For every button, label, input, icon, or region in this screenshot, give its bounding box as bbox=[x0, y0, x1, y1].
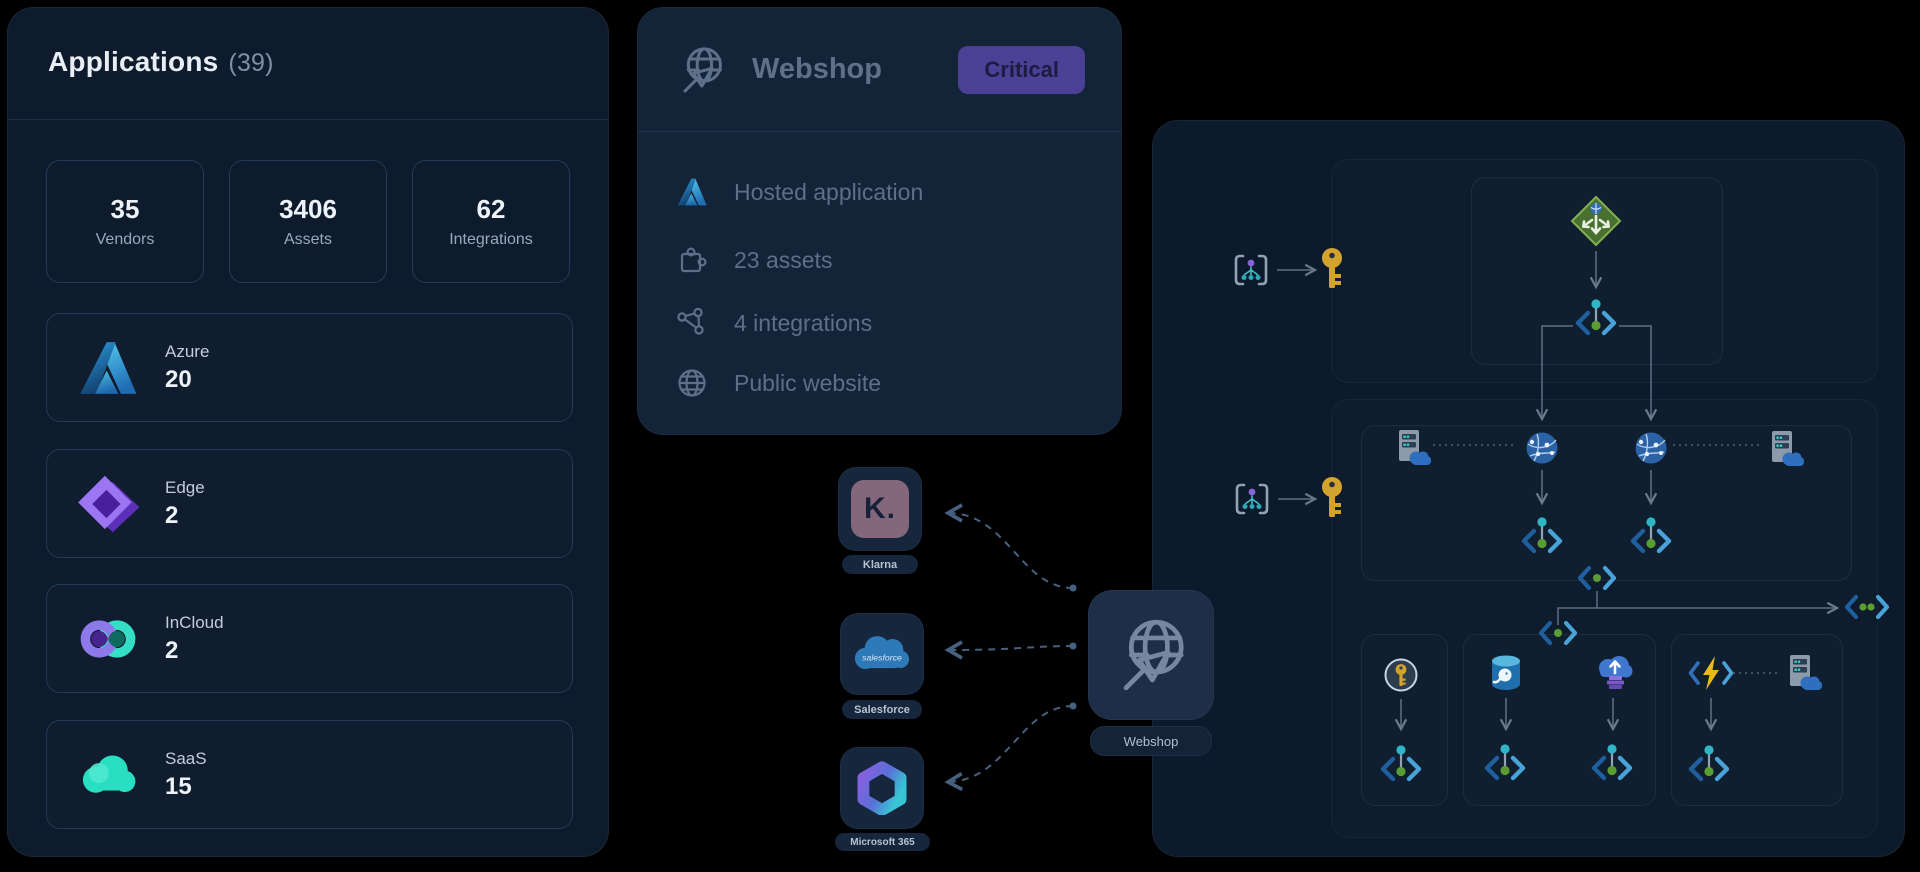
directory-tree-brackets-icon[interactable] bbox=[1233, 481, 1271, 517]
app-row-text: SaaS 15 bbox=[165, 749, 207, 801]
webshop-detail-title: Webshop bbox=[752, 53, 882, 85]
klarna-label: Klarna bbox=[842, 555, 918, 574]
app-name: Azure bbox=[165, 341, 210, 361]
saas-cloud-icon bbox=[73, 747, 143, 802]
microsoft-365-node[interactable] bbox=[840, 747, 924, 829]
salesforce-logo-text: salesforce bbox=[862, 652, 902, 662]
api-endpoint-icon[interactable] bbox=[1520, 514, 1564, 560]
key-vault-icon[interactable] bbox=[1383, 657, 1419, 693]
app-name: InCloud bbox=[165, 612, 224, 632]
webshop-central-node[interactable] bbox=[1088, 590, 1214, 720]
server-cloud-icon[interactable] bbox=[1765, 428, 1805, 468]
api-endpoint-icon[interactable] bbox=[1574, 296, 1618, 342]
applications-title-text: Applications bbox=[48, 46, 219, 77]
api-endpoint-icon[interactable] bbox=[1687, 742, 1731, 788]
app-row-azure[interactable]: Azure 20 bbox=[46, 313, 573, 422]
webshop-detail-header: Webshop Critical bbox=[638, 8, 1121, 132]
microsoft-365-logo-icon bbox=[855, 761, 909, 815]
globe-arrow-icon bbox=[674, 43, 728, 97]
salesforce-label: Salesforce bbox=[842, 700, 922, 719]
postgresql-database-icon[interactable] bbox=[1489, 654, 1523, 694]
architecture-diagram-panel bbox=[1152, 120, 1905, 857]
traffic-routing-diamond-icon[interactable] bbox=[1570, 195, 1622, 247]
api-endpoint-icon[interactable] bbox=[1629, 514, 1673, 560]
detail-row-label: 4 integrations bbox=[734, 309, 873, 336]
detail-row-assets: 23 assets bbox=[676, 244, 832, 276]
assets-value: 3406 bbox=[279, 194, 337, 224]
app-value: 2 bbox=[165, 636, 179, 664]
integrations-label: Integrations bbox=[449, 231, 533, 248]
edge-logo-icon bbox=[73, 471, 143, 537]
criticality-badge: Critical bbox=[958, 45, 1085, 94]
api-endpoint-icon[interactable] bbox=[1577, 565, 1617, 591]
azure-logo-icon bbox=[676, 176, 708, 208]
app-service-globe-icon[interactable] bbox=[1631, 428, 1671, 468]
assets-label: Assets bbox=[283, 231, 332, 248]
applications-count: (39) bbox=[228, 49, 274, 77]
microsoft-365-label: Microsoft 365 bbox=[835, 833, 930, 851]
app-row-text: Azure 20 bbox=[165, 342, 209, 394]
klarna-logo-text: K. bbox=[864, 492, 896, 525]
vendors-label: Vendors bbox=[95, 231, 155, 248]
klarna-logo: K. bbox=[851, 480, 909, 538]
detail-row-label: Hosted application bbox=[734, 178, 924, 205]
stat-card-integrations[interactable]: 62 Integrations bbox=[412, 160, 570, 283]
key-icon[interactable] bbox=[1319, 476, 1345, 520]
app-row-text: Edge 2 bbox=[165, 478, 205, 530]
puzzle-icon bbox=[676, 244, 708, 276]
webshop-node-label[interactable]: Webshop bbox=[1090, 726, 1212, 756]
applications-panel-header: Applications (39) bbox=[8, 8, 608, 120]
app-service-globe-icon[interactable] bbox=[1522, 428, 1562, 468]
app-row-saas[interactable]: SaaS 15 bbox=[46, 720, 573, 829]
directory-tree-brackets-icon[interactable] bbox=[1232, 252, 1270, 288]
app-name: SaaS bbox=[165, 748, 207, 768]
app-row-incloud[interactable]: InCloud 2 bbox=[46, 584, 573, 693]
detail-row-integrations: 4 integrations bbox=[676, 307, 872, 339]
app-row-edge[interactable]: Edge 2 bbox=[46, 449, 573, 558]
stat-card-assets[interactable]: 3406 Assets bbox=[229, 160, 387, 283]
api-endpoint-icon[interactable] bbox=[1538, 620, 1578, 646]
diagram-functions-box bbox=[1671, 634, 1843, 806]
vendors-value: 35 bbox=[110, 194, 140, 224]
app-value: 20 bbox=[165, 365, 192, 393]
detail-row-hosting: Hosted application bbox=[676, 176, 923, 208]
klarna-node[interactable]: K. bbox=[838, 467, 922, 551]
stat-card-vendors[interactable]: 35 Vendors bbox=[46, 160, 204, 283]
globe-arrow-icon bbox=[1109, 613, 1193, 697]
app-name: Edge bbox=[165, 477, 205, 497]
detail-row-label: Public website bbox=[734, 369, 882, 396]
app-value: 15 bbox=[165, 772, 192, 800]
integration-share-icon bbox=[676, 307, 708, 339]
api-endpoint-icon[interactable] bbox=[1590, 741, 1634, 787]
api-endpoint-icon[interactable] bbox=[1379, 742, 1423, 788]
detail-row-website: Public website bbox=[676, 367, 881, 399]
integrations-value: 62 bbox=[476, 194, 506, 224]
incloud-rings-icon bbox=[73, 608, 143, 670]
diagram-keyvault-box bbox=[1361, 634, 1448, 806]
salesforce-node[interactable]: salesforce bbox=[840, 613, 924, 695]
diagram-webapps-box bbox=[1361, 425, 1852, 581]
api-endpoint-icon[interactable] bbox=[1483, 741, 1527, 787]
detail-row-label: 23 assets bbox=[734, 246, 833, 273]
key-icon[interactable] bbox=[1319, 247, 1345, 291]
cloud-backup-stack-icon[interactable] bbox=[1593, 654, 1633, 692]
app-value: 2 bbox=[165, 501, 179, 529]
api-endpoint-icon[interactable] bbox=[1844, 594, 1890, 620]
diagram-gateway-box bbox=[1471, 177, 1723, 365]
server-cloud-icon[interactable] bbox=[1783, 652, 1823, 692]
applications-title: Applications (39) bbox=[48, 46, 274, 78]
azure-logo-icon bbox=[73, 337, 143, 399]
salesforce-cloud-icon: salesforce bbox=[851, 632, 913, 677]
globe-icon bbox=[676, 367, 708, 399]
applications-stats-row: 35 Vendors 3406 Assets 62 Integrations bbox=[46, 160, 574, 283]
webshop-detail-panel: Webshop Critical Hosted application 23 a… bbox=[637, 7, 1122, 435]
server-cloud-icon[interactable] bbox=[1392, 427, 1432, 467]
function-app-lightning-icon[interactable] bbox=[1688, 655, 1734, 691]
applications-panel: Applications (39) 35 Vendors 3406 Assets … bbox=[7, 7, 609, 857]
app-row-text: InCloud 2 bbox=[165, 613, 224, 665]
